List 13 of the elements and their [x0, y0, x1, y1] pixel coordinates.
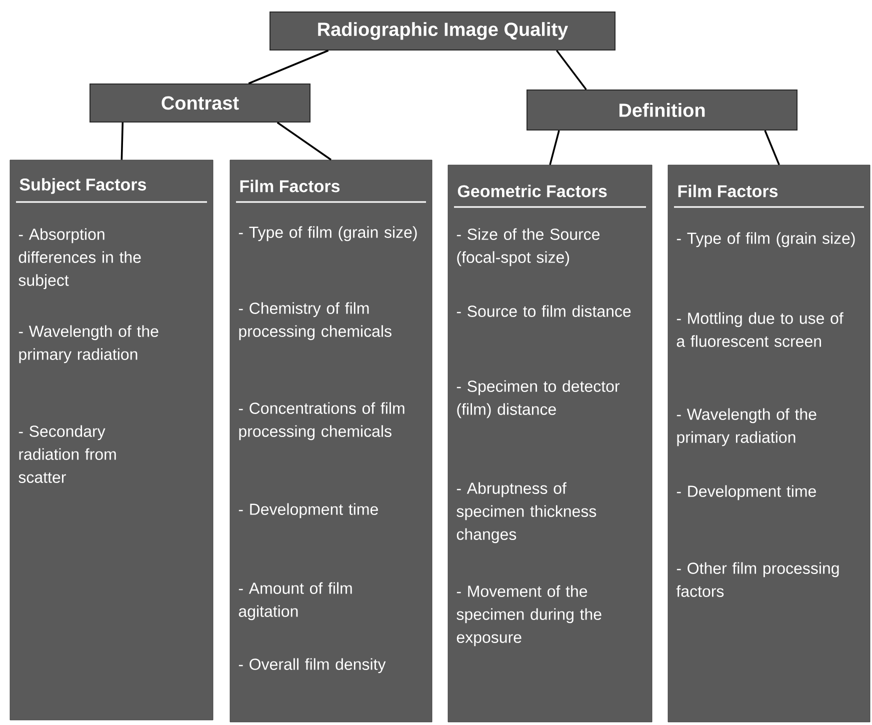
connector-line [556, 50, 587, 90]
connector-line [276, 122, 332, 161]
category-box: Definition [526, 90, 798, 130]
factor-column: Geometric Factors - Size of the Source (focal-spot size) - Source to film distance - Specimen to detector (film) distance - Abruptness of specimen thickness changes - Movement of the specimen during the exposure [448, 164, 652, 722]
factor-column: Film Factors - Type of film (grain size) - Chemistry of film processing chemicals - Concentrations of film processing chemicals - Development time - Amount of film agitation - Overall film density [230, 160, 432, 722]
connector-line [549, 130, 560, 166]
connector-line [120, 122, 124, 160]
category-box: Radiographic Image Quality [270, 12, 616, 50]
connector-line [764, 130, 780, 166]
category-box: Contrast [90, 84, 310, 122]
factor-column: Subject Factors - Absorption differences in the subject - Wavelength of the primary radiation - Secondary radiation from scatter [10, 160, 214, 720]
connector-line [248, 50, 329, 84]
factor-column: Film Factors - Type of film (grain size) - Mottling due to use of a fluorescent screen - Wavelength of the primary radiation - Development time - Other film processing factors [668, 164, 870, 722]
